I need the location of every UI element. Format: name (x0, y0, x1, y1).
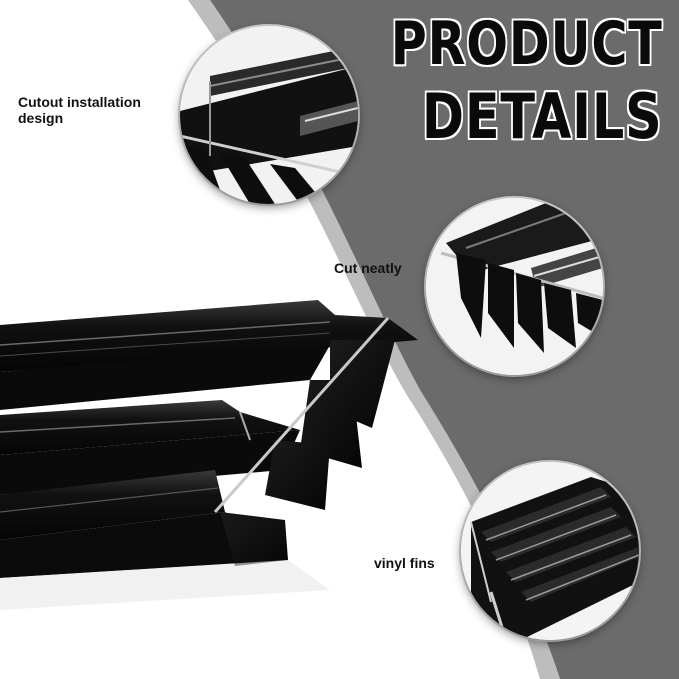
cutout-detail-image (180, 26, 358, 204)
detail-circle-vinyl-fins (461, 462, 639, 640)
callout-label-cutout: Cutout installation design (18, 94, 141, 126)
cut-neatly-detail-image (426, 198, 603, 375)
callout-label-cut-neatly: Cut neatly (334, 260, 402, 276)
vinyl-fins-detail-image (461, 462, 639, 640)
detail-circle-cut-neatly (426, 198, 603, 375)
main-product (0, 300, 418, 610)
title-line-1: PRODUCT (391, 9, 663, 79)
callout-label-vinyl-fins: vinyl fins (374, 555, 435, 571)
detail-circle-cutout (180, 26, 358, 204)
title-line-2: DETAILS (422, 80, 663, 153)
